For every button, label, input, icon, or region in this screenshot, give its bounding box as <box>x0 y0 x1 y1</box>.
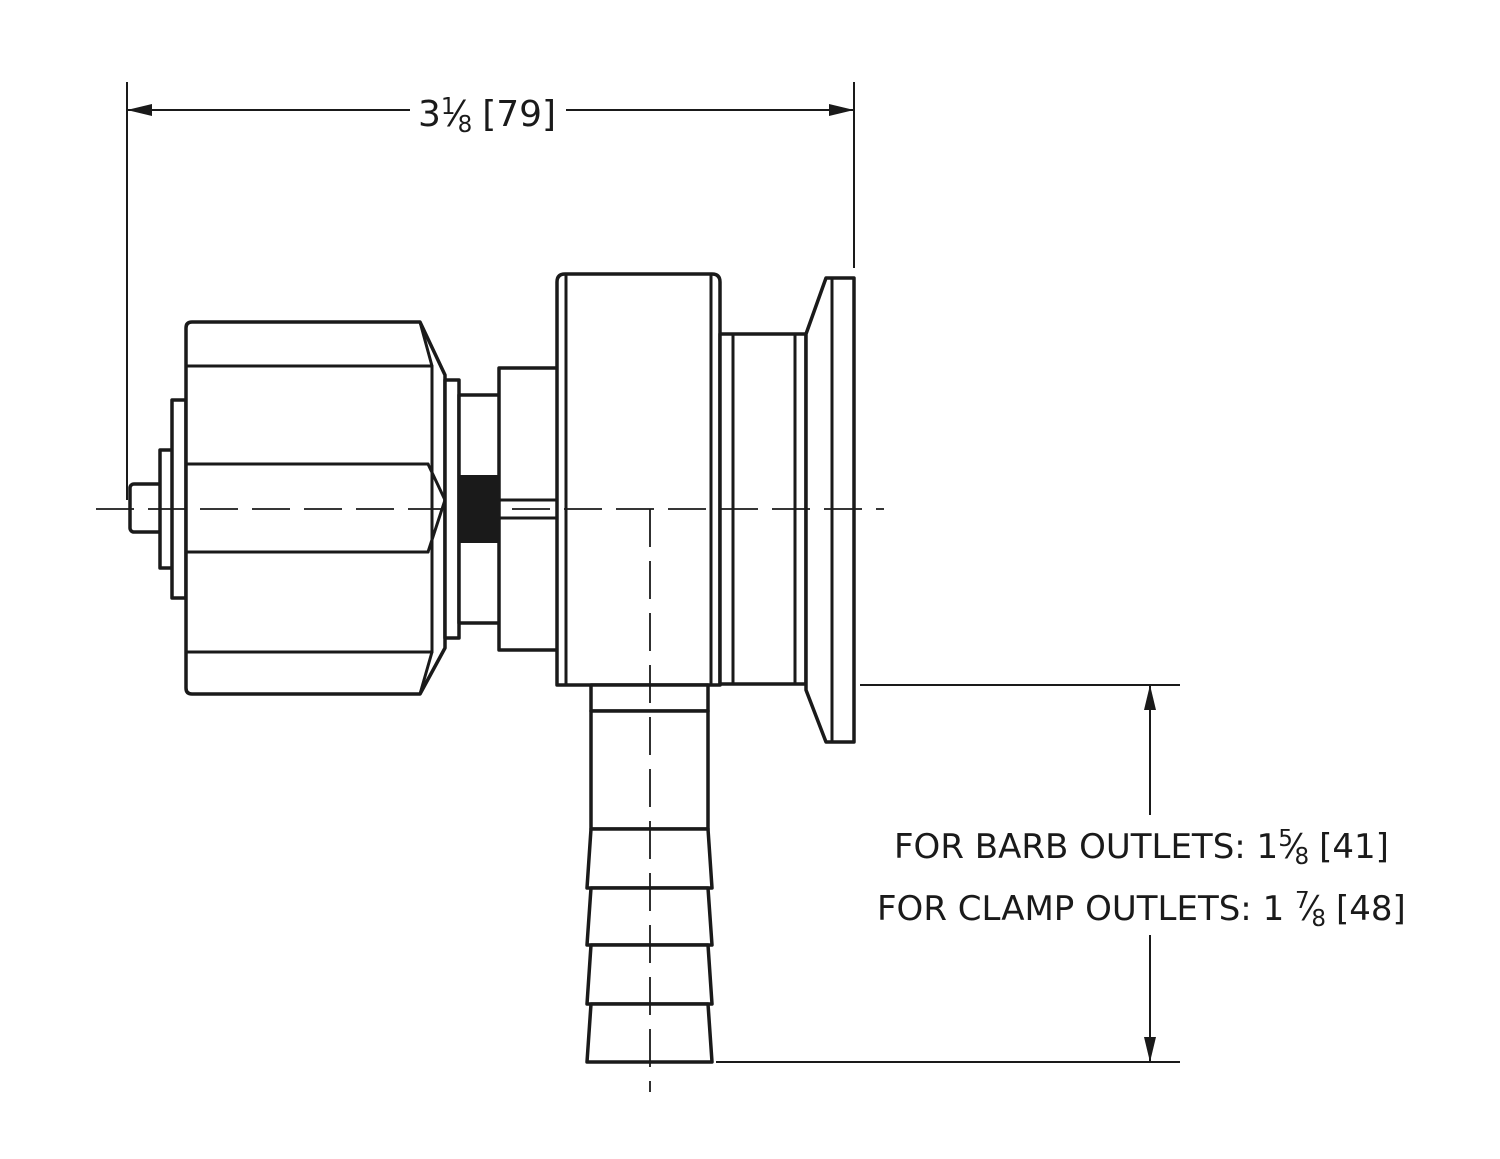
valve-main-body <box>555 272 722 687</box>
handle-knob <box>184 320 447 696</box>
arrowhead-bottom <box>1144 1037 1156 1062</box>
valve-handle <box>128 320 561 696</box>
barb-ring <box>585 943 714 1006</box>
handle-back-plate <box>170 398 188 600</box>
centerlines <box>96 508 884 1092</box>
barb-ring <box>585 886 714 947</box>
arrowhead-top <box>1144 685 1156 710</box>
clamp-ferrule <box>718 276 856 744</box>
overall-length-text: 31⁄8[79] <box>418 94 556 138</box>
stem-tip <box>128 482 164 534</box>
handle-collar <box>443 378 461 640</box>
outlet-height-dimension: FOR BARB OUTLETS: 15⁄8[41] FOR CLAMP OUT… <box>716 684 1406 1063</box>
arrowhead-right <box>829 104 854 116</box>
valve-body <box>555 272 722 687</box>
arrowhead-left <box>127 104 152 116</box>
barb-outlet-dimension-text: FOR BARB OUTLETS: 15⁄8[41] <box>894 826 1389 870</box>
clamp-outlet-dimension-text: FOR CLAMP OUTLETS: 1 7⁄8[48] <box>877 888 1406 932</box>
ferrule-flange <box>804 276 856 744</box>
